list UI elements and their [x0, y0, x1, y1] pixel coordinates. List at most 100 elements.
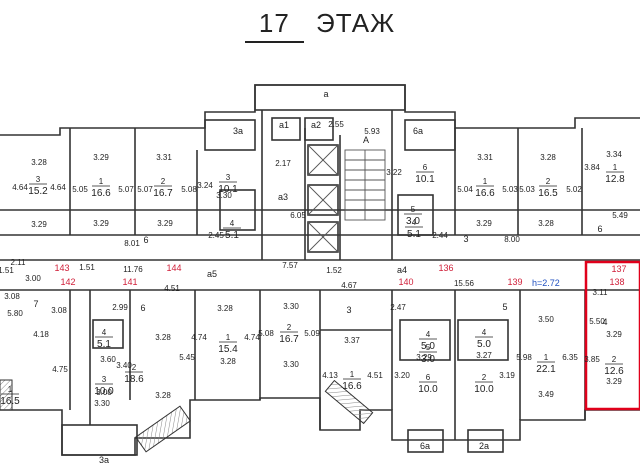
dimension-label: 7.57 [282, 261, 298, 270]
dimension-label: 1.52 [326, 266, 342, 275]
dimension-label: 5.49 [612, 211, 628, 220]
room-number: 4 [426, 330, 431, 339]
room-4: 610.1 [415, 163, 435, 185]
room-area: 10.0 [418, 384, 438, 395]
dimension-label: 3.20 [394, 371, 410, 380]
room-number: 4 [230, 219, 235, 228]
zone-label-2: a1 [279, 120, 289, 130]
room-22: 212.6 [604, 355, 624, 377]
room-number: 1 [613, 163, 618, 172]
room-15: 116.6 [342, 370, 362, 392]
dimension-label: 5.07 [137, 185, 153, 194]
dimension-label: 3.28 [540, 153, 556, 162]
dimension-label: 3.28 [31, 158, 47, 167]
bottom-walls [0, 189, 640, 453]
zone-label-9: 3a [99, 455, 109, 465]
room-number: 1 [99, 177, 104, 186]
room-16: 45.0 [419, 330, 437, 352]
zone-label-12: 7 [33, 299, 38, 309]
room-8: 45.1 [223, 219, 241, 241]
room-number: 5 [426, 343, 431, 352]
room-area: 16.7 [153, 188, 173, 199]
zone-label-1: 3a [233, 126, 243, 136]
corridor-point-139: 139 [507, 277, 522, 287]
dimension-label: 3.30 [283, 302, 299, 311]
room-11: 45.1 [95, 328, 113, 350]
corridor-point-140: 140 [398, 277, 413, 287]
dimension-label: 4.74 [191, 333, 207, 342]
dimension-label: 3.22 [386, 168, 402, 177]
room-21: 122.1 [536, 353, 556, 375]
room-area: 15.4 [218, 344, 238, 355]
dimension-label: 15.56 [454, 279, 475, 288]
dimension-label: 5.02 [566, 185, 582, 194]
room-area: 16.5 [0, 396, 20, 407]
room-24: 116.5 [0, 385, 20, 407]
room-area: 5.1 [407, 229, 421, 240]
zone-label-16: 6 [140, 303, 145, 313]
dimension-label: 6.05 [290, 211, 306, 220]
dimension-label: 3.37 [344, 336, 360, 345]
room-14: 216.7 [279, 323, 299, 345]
zone-label-17: 3 [346, 305, 351, 315]
room-number: 2 [287, 323, 292, 332]
dimension-label: 3.00 [96, 388, 112, 397]
dimension-label: 3.29 [476, 219, 492, 228]
dimension-label: 2.55 [328, 120, 344, 129]
room-area: 16.6 [475, 188, 495, 199]
dimension-label: 3.28 [220, 357, 236, 366]
dimension-label: 4.75 [52, 365, 68, 374]
room-area: 16.7 [279, 334, 299, 345]
dimension-label: 3.31 [477, 153, 493, 162]
dimension-label: 3.29 [93, 219, 109, 228]
zone-label-7: a5 [207, 269, 217, 279]
zone-label-19: 4 [602, 317, 607, 327]
dimension-label: 4.64 [12, 183, 28, 192]
room-number: 4 [412, 218, 417, 227]
zone-label-18: 5 [502, 302, 507, 312]
room-area: 10.0 [94, 386, 114, 397]
zone-label-14: 3 [463, 234, 468, 244]
room-area: 16.6 [342, 381, 362, 392]
dimension-label: 3.85 [584, 355, 600, 364]
selected-apartment-highlight[interactable] [584, 260, 640, 411]
room-7: 112.8 [605, 163, 625, 185]
room-number: 2 [482, 373, 487, 382]
zone-label-5: 6a [413, 126, 423, 136]
dimension-label: 3.29 [93, 153, 109, 162]
dimension-label: 4.18 [33, 330, 49, 339]
room-number: 2 [132, 363, 137, 372]
dimension-label: 5.08 [258, 329, 274, 338]
room-17: 53.0 [419, 343, 437, 365]
dimension-label: 3.50 [538, 315, 554, 324]
room-23: 310.0 [94, 375, 114, 397]
dimension-label: 6.35 [562, 353, 578, 362]
dimension-label: 4.51 [367, 371, 383, 380]
room-number: 2 [161, 177, 166, 186]
floor-title: 17 ЭТАЖ [0, 8, 640, 43]
dimension-label: 3.60 [100, 355, 116, 364]
room-10: 45.1 [405, 218, 423, 240]
dimension-label: 3.29 [157, 219, 173, 228]
dimension-label: 3.30 [94, 399, 110, 408]
zone-label-11: 2a [479, 441, 489, 451]
ceiling-height-label: h=2.72 [532, 278, 560, 288]
room-number: 1 [8, 385, 13, 394]
room-area: 5.1 [225, 230, 239, 241]
room-number: 6 [423, 163, 428, 172]
room-9: 53.0 [404, 205, 422, 227]
dimension-label: 5.03 [502, 185, 518, 194]
room-area: 10.0 [474, 384, 494, 395]
dimension-label: 5.98 [516, 353, 532, 362]
dimension-label: 1.51 [79, 263, 95, 272]
dimension-label: 5.04 [457, 185, 473, 194]
room-18: 45.0 [475, 328, 493, 350]
room-number: 3 [226, 173, 231, 182]
dimension-label: 3.34 [606, 150, 622, 159]
dimension-label: 8.00 [504, 235, 520, 244]
zone-label-0: a [323, 89, 328, 99]
dimension-label: 5.05 [72, 185, 88, 194]
room-0: 315.2 [28, 175, 48, 197]
elevator-shafts [307, 144, 386, 253]
